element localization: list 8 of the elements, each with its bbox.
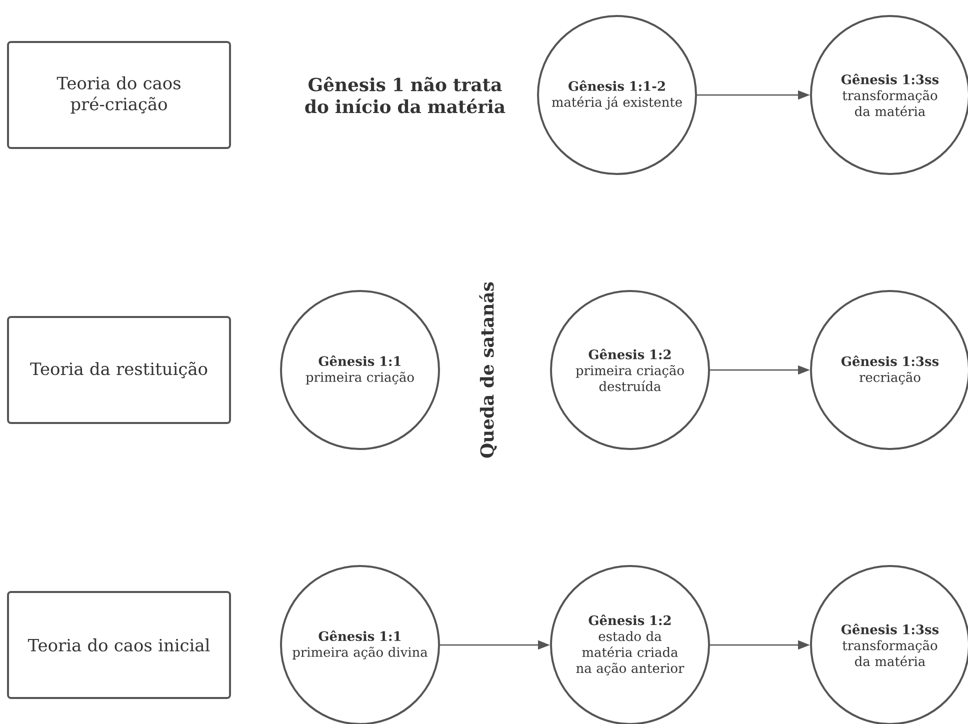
- vertical-label: Queda de satanás: [479, 282, 497, 458]
- heading-text: Gênesis 1 não trata do início da matéria: [305, 76, 506, 114]
- circle-node: Gênesis 1:2 primeira criação destruída: [550, 290, 710, 450]
- process-box: Teoria do caos inicial: [7, 591, 231, 699]
- circle-node: Gênesis 1:1 primeira criação: [280, 290, 440, 450]
- process-box: Teoria da restituição: [7, 316, 231, 424]
- process-box: Teoria do caos pré-criação: [7, 41, 231, 149]
- circle-node: Gênesis 1:1-2 matéria já existente: [537, 15, 697, 175]
